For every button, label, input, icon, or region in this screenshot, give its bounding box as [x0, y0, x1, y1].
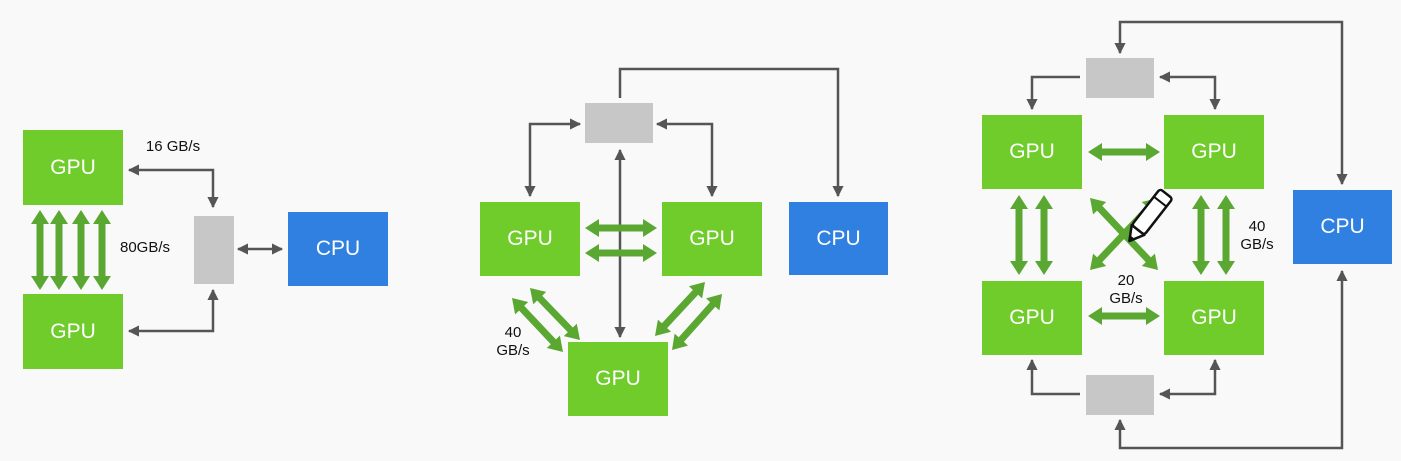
nvlink-arrow	[672, 294, 722, 350]
cpu-box: CPU	[1293, 190, 1392, 264]
gpu-label: GPU	[1009, 140, 1055, 163]
nvlink-bandwidth-value: 40	[504, 324, 522, 341]
gpu-box: GPU	[1164, 115, 1264, 189]
gpu-box: GPU	[662, 202, 762, 276]
gpu-label: GPU	[507, 227, 553, 250]
diagram-2-pcie-links	[524, 67, 844, 339]
nvlink-bandwidth-label: 40 GB/s	[488, 324, 538, 360]
pcie-link-bottom-switch-gpu-br	[1158, 358, 1221, 400]
nvlink-horizontal-bandwidth-value: 20	[1117, 272, 1135, 289]
nvlink-arrow	[1035, 195, 1053, 275]
nvlink-arrow	[585, 244, 657, 262]
nvlink-arrow	[1217, 195, 1235, 275]
nvlink-arrow	[585, 219, 657, 237]
gpu-label: GPU	[1191, 306, 1237, 329]
cpu-label: CPU	[315, 237, 361, 260]
nvlink-bandwidth-unit: GB/s	[496, 342, 530, 359]
diagram-1-nvlink-arrows	[31, 210, 111, 290]
pencil-cursor-icon	[1128, 188, 1173, 243]
pcie-link-top-switch-cpu	[1114, 20, 1348, 186]
nvlink-arrow	[1010, 195, 1028, 275]
nvlink-vertical-bandwidth-label: 40 GB/s	[1234, 218, 1280, 254]
pcie-link-top-switch-gpu-tr	[1158, 71, 1221, 111]
nvlink-arrow	[512, 298, 563, 352]
gpu-label: GPU	[50, 319, 96, 343]
nvlink-arrow	[72, 210, 90, 290]
cpu-box: CPU	[789, 202, 888, 275]
pcie-switch-box-top	[1086, 58, 1154, 98]
gpu-label: GPU	[1009, 306, 1055, 329]
nvlink-horizontal-bandwidth-label: 20 GB/s	[1103, 272, 1149, 308]
pcie-link-gpu2-switch	[127, 288, 219, 337]
pcie-link-bottom-switch-cpu	[1114, 269, 1348, 450]
pcie-switch-box	[585, 103, 653, 143]
nvlink-arrow	[1088, 143, 1160, 161]
pcie-link-gpu-right-switch	[655, 118, 718, 198]
nvlink-arrow	[50, 210, 68, 290]
nvlink-arrow	[93, 210, 111, 290]
pcie-switch-box-bottom	[1086, 375, 1154, 415]
pcie-link-gpu1-switch	[127, 164, 219, 209]
nvlink-arrow	[1192, 195, 1210, 275]
gpu-box: GPU	[568, 342, 668, 416]
gpu-box: GPU	[23, 294, 123, 369]
nvlink-bandwidth-label: 80GB/s	[119, 239, 171, 256]
nvlink-arrow	[31, 210, 49, 290]
gpu-label: GPU	[595, 367, 641, 390]
nvlink-horizontal-bandwidth-unit: GB/s	[1109, 290, 1143, 307]
pcie-bandwidth-label: 16 GB/s	[145, 138, 201, 155]
nvlink-arrow	[655, 282, 705, 336]
nvlink-arrow	[530, 288, 580, 340]
pcie-link-bottom-switch-gpu-bl	[1026, 358, 1080, 396]
gpu-label: GPU	[689, 227, 735, 250]
cpu-label: CPU	[816, 226, 861, 250]
diagram-3-pcie-links	[1026, 20, 1348, 450]
pcie-link-gpu-left-switch	[524, 118, 582, 198]
diagram-2-nvlink-arrows	[512, 219, 722, 352]
gpu-box: GPU	[480, 202, 580, 276]
gpu-box: GPU	[982, 281, 1082, 355]
pcie-link-switch-cpu	[618, 67, 844, 198]
gpu-box: GPU	[23, 130, 123, 205]
gpu-box: GPU	[982, 115, 1082, 189]
pcie-link-top-switch-gpu-tl	[1026, 75, 1080, 111]
gpu-label: GPU	[50, 155, 96, 179]
gpu-label: GPU	[1191, 140, 1237, 163]
gpu-box: GPU	[1164, 281, 1264, 355]
pcie-switch-box	[194, 216, 234, 284]
cpu-box: CPU	[288, 212, 388, 286]
nvlink-vertical-bandwidth-unit: GB/s	[1240, 236, 1274, 253]
nvlink-vertical-bandwidth-value: 40	[1248, 218, 1266, 235]
nvlink-arrow	[1088, 307, 1160, 325]
cpu-label: CPU	[1320, 215, 1365, 238]
diagram-1-pcie-links	[127, 164, 284, 337]
